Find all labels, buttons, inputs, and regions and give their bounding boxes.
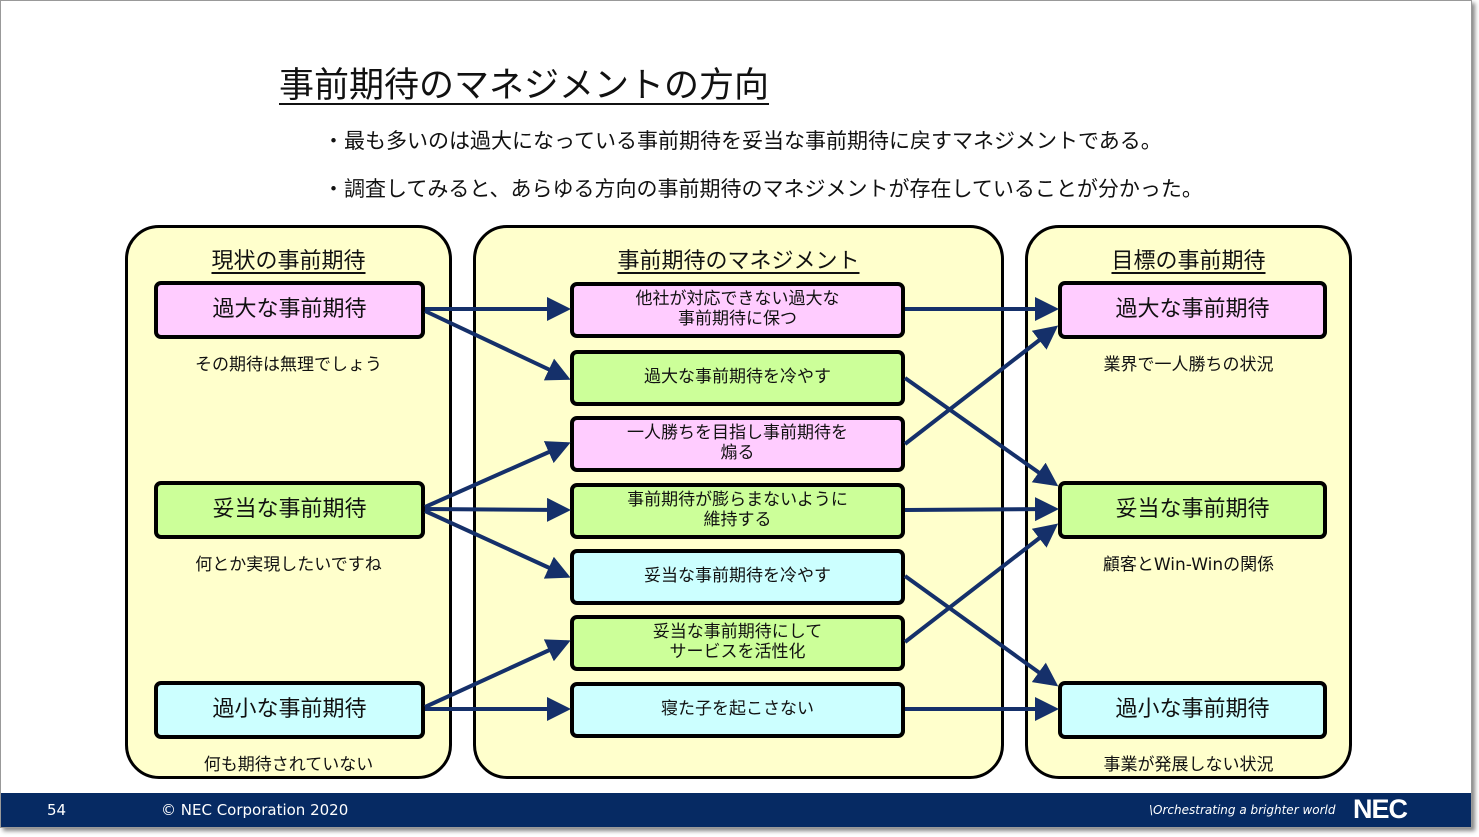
arrow-13: [903, 523, 1059, 644]
nec-logo: NEC: [1353, 794, 1408, 824]
mgmt-maintain: 事前期待が膨らまないように維持する: [570, 483, 905, 539]
slide-title: 事前期待のマネジメントの方向: [279, 66, 770, 106]
arrow-12: [903, 574, 1059, 687]
arrow-11: [904, 497, 1059, 522]
arrows-layer: [424, 297, 1059, 721]
management-heading: 事前期待のマネジメント: [617, 249, 860, 274]
mgmt-activate-service: 妥当な事前期待にしてサービスを活性化: [570, 615, 905, 671]
current-appropriate: 妥当な事前期待: [154, 481, 425, 539]
current-low: 過小な事前期待: [154, 681, 425, 739]
target-excessive-caption: 業界で一人勝ちの状況: [1103, 355, 1274, 375]
footer: 54 © NEC Corporation 2020 \Orchestrating…: [1, 793, 1471, 827]
arrow-9: [903, 376, 1059, 487]
target-heading: 目標の事前期待: [1111, 249, 1266, 274]
current-excessive-caption: その期待は無理でしょう: [195, 355, 382, 375]
current-heading: 現状の事前期待: [211, 249, 366, 274]
mgmt-let-sleep: 寝た子を起こさない: [570, 682, 905, 738]
arrow-4: [424, 497, 571, 522]
copyright: © NEC Corporation 2020: [161, 801, 349, 819]
tagline: \Orchestrating a brighter world: [1149, 803, 1336, 817]
page-number: 54: [47, 801, 67, 819]
mgmt-cool-appropriate: 妥当な事前期待を冷やす: [570, 549, 905, 605]
target-excessive: 過大な事前期待: [1058, 281, 1327, 339]
bullet-1: ・最も多いのは過大になっている事前期待を妥当な事前期待に戻すマネジメントである。: [323, 129, 1162, 153]
arrow-10: [903, 325, 1059, 446]
current-excessive: 過大な事前期待: [154, 281, 425, 339]
arrow-5: [424, 509, 571, 579]
current-low-caption: 何も期待されていない: [203, 755, 374, 775]
bullet-2: ・調査してみると、あらゆる方向の事前期待のマネジメントが存在していることが分かっ…: [323, 177, 1203, 201]
target-low-caption: 事業が発展しない状況: [1103, 755, 1274, 775]
mgmt-fuel-expectation: 一人勝ちを目指し事前期待を煽る: [570, 416, 905, 472]
mgmt-cool-excessive: 過大な事前期待を冷やす: [570, 350, 905, 406]
target-appropriate: 妥当な事前期待: [1058, 481, 1327, 539]
target-low: 過小な事前期待: [1058, 681, 1327, 739]
mgmt-keep-excessive: 他社が対応できない過大な事前期待に保つ: [570, 282, 905, 338]
arrow-3: [424, 441, 571, 509]
target-appropriate-caption: 顧客とWin-Winの関係: [1102, 555, 1275, 575]
arrow-2: [424, 309, 571, 381]
arrow-6: [424, 639, 571, 709]
current-appropriate-caption: 何とか実現したいですね: [195, 555, 382, 575]
